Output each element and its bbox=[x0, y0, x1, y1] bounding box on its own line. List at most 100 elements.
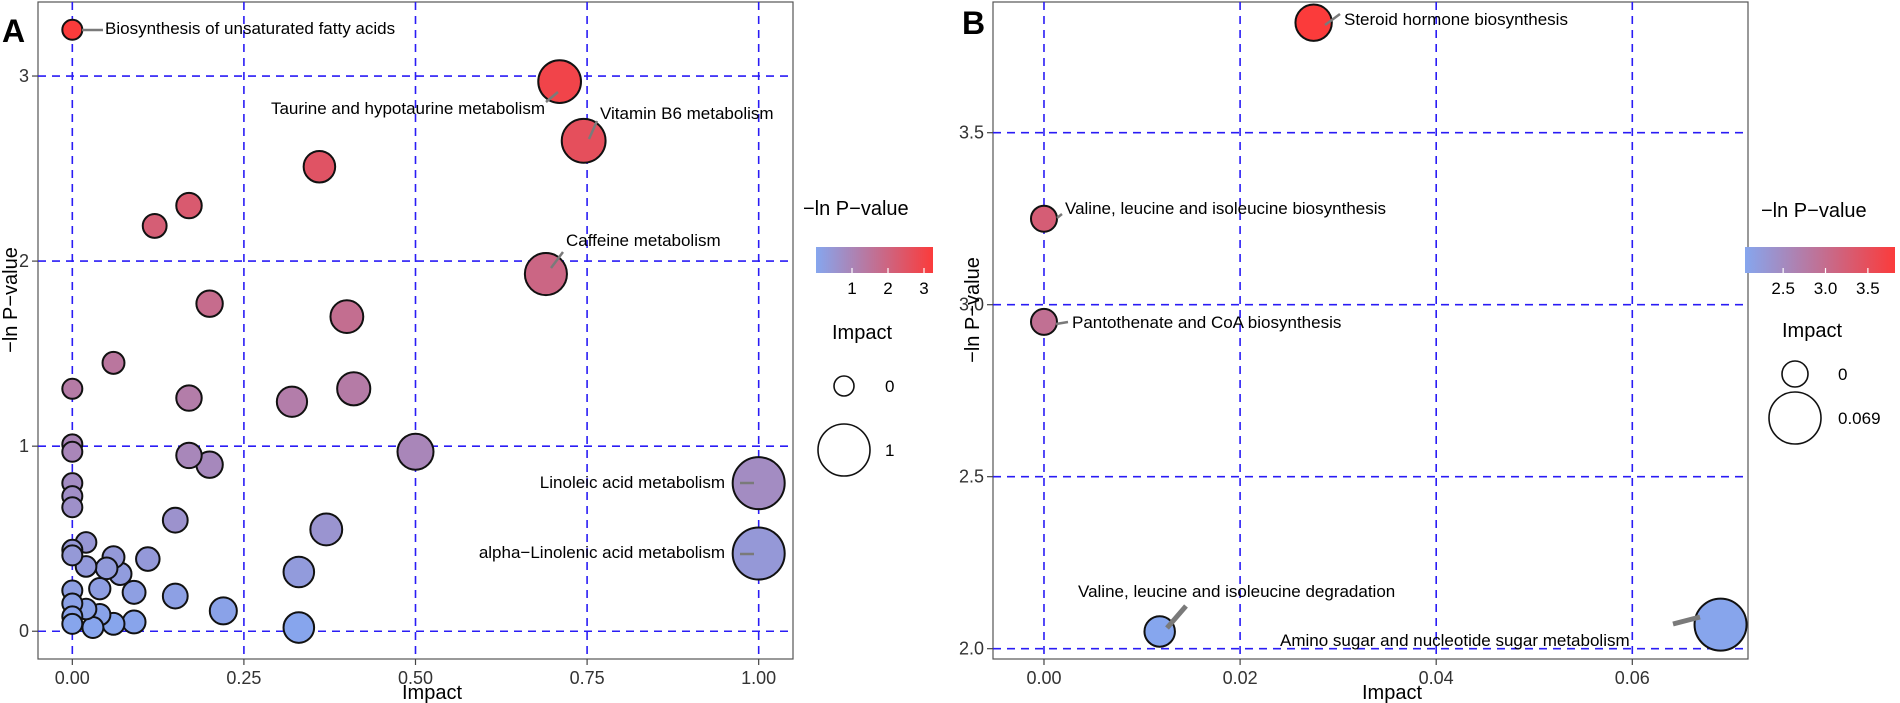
label-connector bbox=[1672, 614, 1701, 627]
data-point bbox=[282, 611, 316, 644]
data-point bbox=[135, 546, 161, 572]
y-tick-label: 2.5 bbox=[959, 467, 984, 487]
point-label: Steroid hormone biosynthesis bbox=[1344, 10, 1568, 29]
color-bar-tick-label: 2.5 bbox=[1771, 279, 1795, 298]
point-label: Valine, leucine and isoleucine degradati… bbox=[1078, 582, 1395, 601]
data-point bbox=[1693, 597, 1748, 652]
label-connector bbox=[587, 120, 599, 140]
label-connector bbox=[1324, 12, 1341, 27]
data-point bbox=[336, 371, 372, 407]
size-legend: Impact 00.069 bbox=[1768, 320, 1881, 445]
size-legend-circle bbox=[1768, 391, 1822, 445]
x-tick-label: 0.04 bbox=[1419, 668, 1454, 688]
x-tick-label: 0.50 bbox=[398, 668, 433, 688]
data-point bbox=[309, 512, 344, 547]
data-point bbox=[141, 213, 168, 239]
size-legend-title: Impact bbox=[832, 322, 892, 344]
data-points bbox=[1029, 3, 1748, 652]
y-tick-label: 3.0 bbox=[959, 295, 984, 315]
panel-label: B bbox=[962, 5, 985, 41]
data-point bbox=[61, 496, 84, 519]
point-label: alpha−Linolenic acid metabolism bbox=[479, 543, 725, 562]
data-point bbox=[275, 385, 309, 418]
data-point bbox=[61, 612, 84, 635]
data-point bbox=[195, 289, 224, 318]
size-legend-circle bbox=[817, 423, 871, 477]
size-legend-circle bbox=[1781, 360, 1809, 388]
data-point bbox=[282, 555, 316, 589]
data-point bbox=[208, 596, 238, 626]
axis-ticks: 0.00 0.02 0.04 0.06 2.0 2.5 3.0 3.5 bbox=[959, 123, 1650, 688]
color-bar-tick-label: 3 bbox=[919, 279, 928, 298]
data-point bbox=[537, 59, 582, 104]
label-connector bbox=[1165, 604, 1188, 630]
data-point bbox=[121, 609, 147, 635]
point-label: Amino sugar and nucleotide sugar metabol… bbox=[1280, 631, 1630, 650]
label-connector bbox=[545, 91, 559, 103]
data-point bbox=[161, 582, 189, 610]
point-label: Linoleic acid metabolism bbox=[540, 473, 725, 492]
data-point bbox=[1029, 204, 1058, 233]
size-legend-entries: 00.069 bbox=[1768, 360, 1881, 445]
data-point bbox=[329, 299, 365, 335]
x-tick-label: 0.00 bbox=[1026, 668, 1061, 688]
data-point bbox=[61, 544, 84, 567]
y-tick-label: 1 bbox=[19, 436, 29, 456]
x-axis-label: Impact bbox=[1362, 682, 1422, 703]
x-tick-label: 0.02 bbox=[1223, 668, 1258, 688]
point-label: Taurine and hypotaurine metabolism bbox=[271, 99, 545, 118]
point-labels: Biosynthesis of unsaturated fatty acidsT… bbox=[82, 19, 774, 562]
y-tick-label: 3.5 bbox=[959, 123, 984, 143]
data-point bbox=[560, 117, 607, 164]
color-bar bbox=[1745, 247, 1895, 273]
label-connector bbox=[550, 251, 564, 269]
x-tick-label: 0.06 bbox=[1615, 668, 1650, 688]
size-legend-label: 1 bbox=[885, 441, 894, 460]
point-label: Biosynthesis of unsaturated fatty acids bbox=[105, 19, 395, 38]
color-legend-title: −ln P−value bbox=[803, 198, 909, 220]
label-connector bbox=[1056, 213, 1063, 219]
point-label: Vitamin B6 metabolism bbox=[600, 104, 774, 123]
x-tick-label: 1.00 bbox=[741, 668, 776, 688]
point-label: Pantothenate and CoA biosynthesis bbox=[1072, 313, 1341, 332]
data-point bbox=[61, 18, 84, 41]
size-legend: Impact 0 1 bbox=[817, 322, 894, 477]
data-point bbox=[161, 506, 189, 534]
data-point bbox=[175, 191, 203, 220]
data-point bbox=[731, 456, 786, 511]
data-point bbox=[1029, 307, 1058, 336]
color-bar bbox=[816, 247, 933, 273]
y-tick-label: 3 bbox=[19, 66, 29, 86]
y-tick-label: 2.0 bbox=[959, 639, 984, 659]
data-point bbox=[731, 526, 786, 581]
x-tick-label: 0.00 bbox=[55, 668, 90, 688]
data-point bbox=[61, 377, 84, 400]
size-legend-label: 0 bbox=[885, 377, 894, 396]
size-legend-title: Impact bbox=[1782, 320, 1842, 342]
data-point bbox=[101, 350, 126, 375]
color-bar-tick-label: 3.5 bbox=[1856, 279, 1880, 298]
data-point bbox=[121, 579, 147, 605]
x-axis-label: Impact bbox=[402, 682, 462, 703]
color-bar-tick-label: 2 bbox=[883, 279, 892, 298]
color-bar-tick-label: 3.0 bbox=[1814, 279, 1838, 298]
data-point bbox=[88, 577, 112, 601]
color-bar-ticks: 2.5 3.0 3.5 bbox=[1771, 268, 1880, 298]
data-point bbox=[523, 252, 568, 297]
data-points bbox=[61, 18, 786, 644]
x-tick-label: 0.25 bbox=[226, 668, 261, 688]
data-point bbox=[94, 556, 119, 581]
label-connector bbox=[1055, 320, 1069, 326]
y-axis-label: −ln P−value bbox=[0, 247, 22, 353]
y-tick-label: 0 bbox=[19, 621, 29, 641]
point-label: Valine, leucine and isoleucine biosynthe… bbox=[1065, 199, 1386, 218]
data-point bbox=[175, 441, 203, 470]
data-point bbox=[1294, 3, 1333, 42]
